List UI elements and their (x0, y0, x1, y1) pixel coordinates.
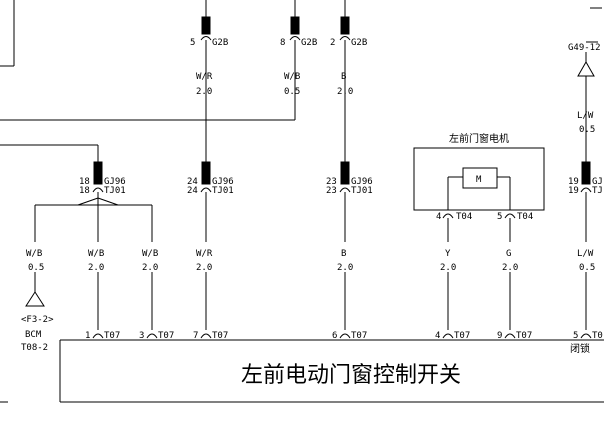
code-top: GJ96 (212, 177, 234, 187)
ground-ref-label: G49-12 (568, 43, 601, 53)
bcm-pin: T08-2 (21, 343, 48, 353)
bottom-pin: 4 (435, 331, 440, 341)
code-top: GJ (592, 177, 603, 187)
wire-color: B (341, 249, 346, 259)
bottom-code: T07 (158, 331, 174, 341)
code-bottom: TJ (592, 186, 603, 196)
left-feed-wire (0, 144, 99, 162)
motor-pin-b: 5 (497, 212, 502, 222)
wire-color: G (506, 249, 511, 259)
code-bottom: TJ01 (104, 186, 126, 196)
top-pin: 5 (190, 38, 195, 48)
lower-wires (25, 272, 587, 330)
bottom-code: T07 (516, 331, 532, 341)
pin-bottom: 23 (326, 186, 337, 196)
bottom-pin: 6 (332, 331, 337, 341)
wire-size: 2.0 (502, 263, 518, 273)
bottom-pin: 9 (497, 331, 502, 341)
top-code: G2B (212, 38, 228, 48)
pin-bottom: 18 (79, 186, 90, 196)
wire-color: W/R (196, 72, 213, 82)
code-bottom: TJ01 (212, 186, 234, 196)
bottom-pins: 1 T07 3 T07 7 T07 6 T07 4 T07 9 T07 5 T0… (85, 331, 603, 355)
bottom-code: T07 (454, 331, 470, 341)
bottom-pin: 1 (85, 331, 90, 341)
pin-top: 24 (187, 177, 198, 187)
wire-size: 2.0 (88, 263, 104, 273)
wire-size: 0.5 (579, 263, 595, 273)
bottom-pin: 7 (193, 331, 198, 341)
top-pin: 2 (330, 38, 335, 48)
mid-connector-19: 19 19 GJ TJ (568, 161, 603, 242)
pin-bottom: 19 (568, 186, 579, 196)
lock-label: 闭锁 (570, 342, 590, 355)
wire-color: W/B (142, 249, 158, 259)
bottom-code: T07 (212, 331, 228, 341)
wire-color: W/B (284, 72, 300, 82)
motor-pin-a: 4 (436, 212, 441, 222)
wire-size: 0.5 (284, 87, 300, 97)
top-connector-5-g2b: 5 G2B W/R 2.0 (190, 0, 228, 162)
wire-size: 2.0 (196, 263, 212, 273)
bottom-pin: 5 (573, 331, 578, 341)
wire-size: 2.0 (337, 87, 353, 97)
wire-color: W/R (196, 249, 213, 259)
pin-top: 23 (326, 177, 337, 187)
wire-color: W/B (88, 249, 104, 259)
wire-size: 2.0 (142, 263, 158, 273)
pin-bottom: 24 (187, 186, 198, 196)
top-connector-8-g2b: 8 G2B W/B 0.5 (0, 0, 317, 121)
wire-size: 2.0 (337, 263, 353, 273)
wire-color: L/W (577, 249, 594, 259)
wire-size: 0.5 (28, 263, 44, 273)
bottom-code: T07 (104, 331, 120, 341)
top-connector-2-g2b: 2 G2B B 2.0 (330, 0, 367, 162)
motor-symbol-box (462, 167, 498, 189)
code-top: GJ96 (351, 177, 373, 187)
top-code: G2B (351, 38, 367, 48)
wire-color: Y (445, 249, 451, 259)
wire-size: 0.5 (579, 125, 595, 135)
pin-top: 19 (568, 177, 579, 187)
code-bottom: TJ01 (351, 186, 373, 196)
motor-box: 左前门窗电机 M 4 T04 5 T04 (413, 132, 545, 242)
motor-code-a: T04 (456, 212, 472, 222)
mid-connector-24: 24 24 GJ96 TJ01 (187, 161, 234, 242)
bottom-code: T07 (351, 331, 367, 341)
code-top: GJ96 (104, 177, 126, 187)
bcm-reference: <F3-2> BCM T08-2 (21, 315, 54, 353)
ref-label: <F3-2> (21, 315, 54, 325)
motor-symbol: M (476, 175, 482, 185)
wire-size: 2.0 (196, 87, 212, 97)
top-pin: 8 (280, 38, 285, 48)
switch-title: 左前电动门窗控制开关 (241, 363, 461, 388)
motor-code-b: T04 (517, 212, 533, 222)
wire-color: L/W (577, 111, 594, 121)
bottom-code: T0 (592, 331, 603, 341)
wire-color: W/B (26, 249, 42, 259)
wire-color: B (341, 72, 346, 82)
bottom-pin: 3 (139, 331, 144, 341)
mid-connector-23: 23 23 GJ96 TJ01 (326, 161, 373, 242)
right-top-ground: G49-12 L/W 0.5 (568, 7, 602, 162)
wire-size: 2.0 (440, 263, 456, 273)
pin-top: 18 (79, 177, 90, 187)
bcm-label: BCM (25, 330, 42, 340)
motor-title: 左前门窗电机 (449, 132, 509, 145)
mid-connector-18: 18 18 GJ96 TJ01 (34, 161, 153, 242)
branch-wire-labels: W/B 0.5 W/B 2.0 W/B 2.0 W/R 2.0 B 2.0 Y … (26, 249, 595, 273)
switch-box: 左前电动门窗控制开关 (59, 339, 604, 403)
left-box-fragment (0, 0, 15, 67)
top-code: G2B (301, 38, 317, 48)
